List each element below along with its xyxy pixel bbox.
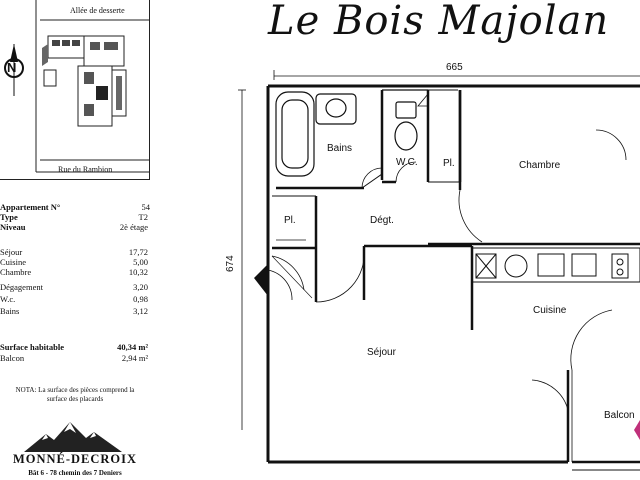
number-label: Appartement N° xyxy=(0,202,61,212)
room-label-chambre: Chambre xyxy=(519,160,561,171)
compass-label: N xyxy=(7,60,17,75)
room-area: 0,98 xyxy=(133,294,148,304)
room-label-pl-left: Pl. xyxy=(284,215,296,226)
wc xyxy=(382,89,430,184)
room-label-sejour: Séjour xyxy=(367,347,396,358)
entrance-arrow-icon xyxy=(254,264,268,296)
page-title: Le Bois Majolan xyxy=(268,0,610,44)
company-address: Bât 6 - 78 chemin des 7 Deniers xyxy=(28,469,122,477)
balcony-value: 2,94 m² xyxy=(121,353,148,363)
height-dimension-label: 674 xyxy=(225,255,236,272)
compass-icon xyxy=(4,44,24,96)
kitchen xyxy=(471,247,640,283)
level-label: Niveau xyxy=(0,222,26,232)
room-area: 17,72 xyxy=(128,247,148,257)
room-label-balcon: Balcon xyxy=(604,410,635,421)
type-label: Type xyxy=(0,212,18,222)
living-walls xyxy=(362,244,474,330)
room-area: 3,12 xyxy=(133,306,148,316)
exterior-walls xyxy=(266,84,640,464)
note-line-2: surface des placards xyxy=(46,395,104,403)
room-area: 5,00 xyxy=(133,257,148,267)
room-label-pl-top: Pl. xyxy=(443,158,455,169)
room-area: 10,32 xyxy=(128,267,148,277)
number-value: 54 xyxy=(141,202,151,212)
surface-label: Surface habitable xyxy=(0,342,64,352)
balcony-marker-icon xyxy=(634,420,640,440)
room-name: W.c. xyxy=(0,294,16,304)
room-label-degt: Dégt. xyxy=(370,215,394,226)
mountain-logo-icon xyxy=(24,422,122,452)
site-map-drawing xyxy=(35,0,150,173)
room-name: Chambre xyxy=(0,267,32,277)
level-value: 2è étage xyxy=(119,222,148,232)
site-map: Allée de desserte Rue du Rambion N xyxy=(0,0,150,180)
bedroom-walls xyxy=(428,90,640,246)
room-label-bains: Bains xyxy=(327,143,353,154)
top-street-label: Allée de desserte xyxy=(70,6,125,15)
surface-value: 40,34 m² xyxy=(117,342,148,352)
width-dimension-label: 665 xyxy=(446,62,463,73)
left-panel: Allée de desserte Rue du Rambion N Appar… xyxy=(0,0,232,480)
room-name: Bains xyxy=(0,306,20,316)
room-name: Séjour xyxy=(0,247,23,257)
closet-left xyxy=(271,195,318,302)
room-area: 3,20 xyxy=(133,282,148,292)
bottom-street-label: Rue du Rambion xyxy=(58,165,113,174)
room-label-wc: W.C. xyxy=(396,157,418,168)
note-line-1: NOTA: La surface des pièces comprend la xyxy=(15,386,135,394)
balcony xyxy=(531,309,640,471)
floor-plan xyxy=(238,70,640,471)
balcony-label: Balcon xyxy=(0,353,25,363)
room-name: Dégagement xyxy=(0,282,43,292)
room-label-cuisine: Cuisine xyxy=(533,305,567,316)
bathroom xyxy=(275,90,384,190)
type-value: T2 xyxy=(138,212,148,222)
apartment-info: Appartement N° 54 Type T2 Niveau 2è étag… xyxy=(0,192,150,412)
note: NOTA: La surface des pièces comprend la … xyxy=(0,386,150,404)
company-name: MONNÉ-DECROIX xyxy=(12,452,138,466)
room-name: Cuisine xyxy=(0,257,26,267)
